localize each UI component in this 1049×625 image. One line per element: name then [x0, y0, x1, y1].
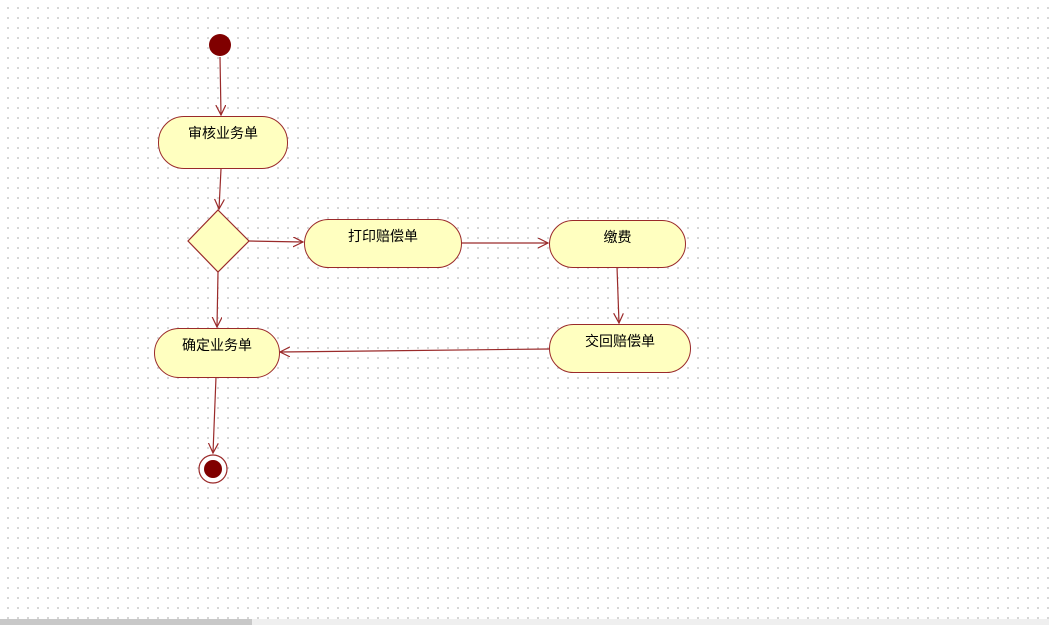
flow-review-decision[interactable]	[219, 168, 221, 209]
horizontal-scrollbar[interactable]	[0, 619, 1049, 625]
flow-decision-confirm[interactable]	[217, 271, 218, 327]
activity-confirm[interactable]: 确定业务单	[154, 328, 280, 378]
scrollbar-thumb[interactable]	[0, 619, 252, 625]
flow-decision-print[interactable]	[248, 241, 303, 242]
flow-pay-return[interactable]	[617, 266, 619, 323]
initial-node[interactable]	[209, 34, 231, 56]
activity-return[interactable]: 交回赔偿单	[549, 324, 691, 373]
flow-return-confirm[interactable]	[280, 349, 550, 352]
final-node	[204, 460, 222, 478]
activity-pay[interactable]: 缴费	[549, 220, 686, 268]
flow-start-review[interactable]	[220, 56, 221, 115]
activity-review[interactable]: 审核业务单	[158, 116, 288, 169]
activity-print[interactable]: 打印赔偿单	[304, 219, 462, 268]
flow-confirm-end[interactable]	[213, 376, 216, 453]
decision-node[interactable]	[187, 209, 250, 273]
